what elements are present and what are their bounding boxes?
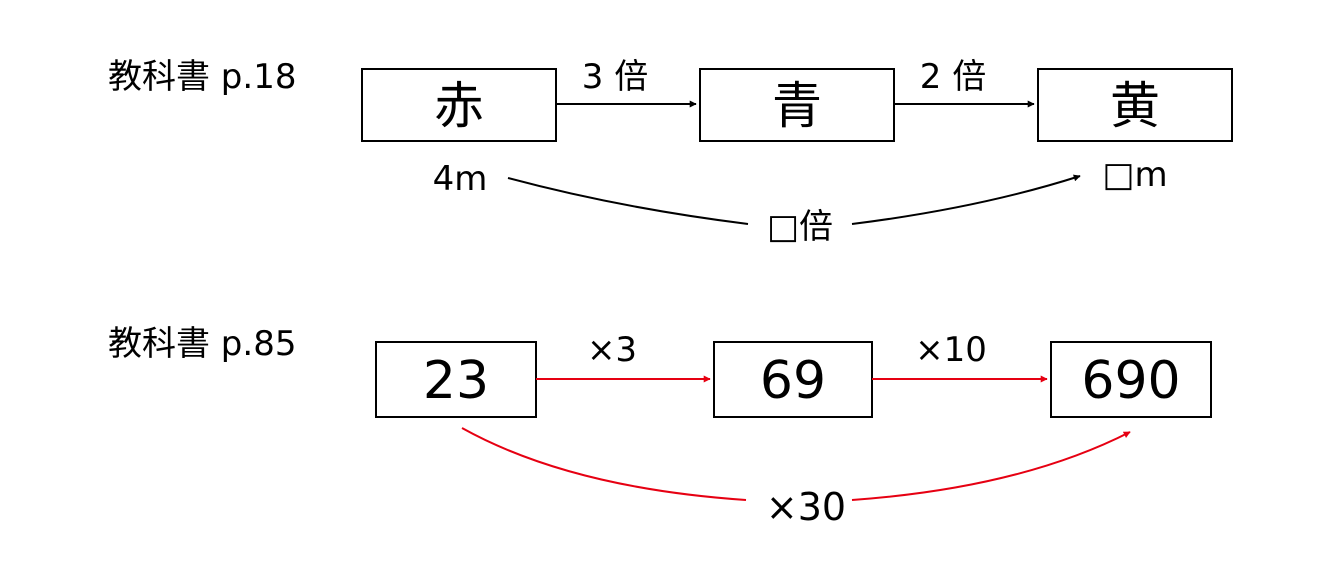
box-red bbox=[361, 68, 557, 142]
total-label-top: □倍 bbox=[767, 207, 833, 247]
curve-red-right bbox=[851, 431, 1131, 501]
curve-red-left bbox=[461, 427, 747, 501]
curve-total-left bbox=[507, 177, 749, 225]
total-label-x30: ×30 bbox=[766, 485, 846, 529]
end-value: □m bbox=[1102, 155, 1167, 195]
box-blue-label: 青 bbox=[772, 77, 822, 135]
start-value: 4m bbox=[433, 159, 488, 199]
step-label-x10: ×10 bbox=[915, 330, 987, 370]
diagram-bottom: 教科書 p.85 23 69 690 ×3 ×10 ×30 bbox=[108, 324, 1212, 529]
box-23-label: 23 bbox=[423, 351, 489, 411]
textbook-reference-p18: 教科書 p.18 bbox=[108, 57, 296, 97]
box-red-label: 赤 bbox=[434, 77, 484, 135]
step-label-1: 3 倍 bbox=[582, 57, 648, 97]
box-blue bbox=[699, 68, 895, 142]
box-690-label: 690 bbox=[1081, 351, 1180, 411]
box-yellow-label: 黄 bbox=[1110, 77, 1160, 135]
box-69-label: 69 bbox=[760, 351, 826, 411]
box-690 bbox=[1050, 341, 1212, 418]
step-label-2: 2 倍 bbox=[920, 57, 986, 97]
textbook-reference-p85: 教科書 p.85 bbox=[108, 324, 296, 364]
box-23 bbox=[375, 341, 537, 418]
curve-total-right bbox=[851, 174, 1081, 225]
box-yellow bbox=[1037, 68, 1233, 142]
diagram-top: 教科書 p.18 赤 青 黄 3 倍 2 倍 4m □m □倍 bbox=[108, 57, 1233, 247]
step-label-x3: ×3 bbox=[587, 330, 637, 370]
